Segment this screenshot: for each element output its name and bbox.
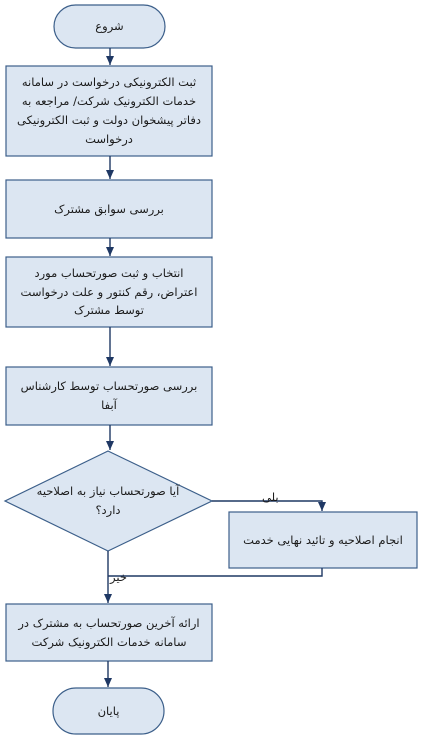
deliver-bill-box (5, 603, 213, 662)
correction-box (228, 511, 418, 569)
arrow-decision-yes-to-correction (212, 500, 326, 511)
decision-diamond (3, 450, 214, 552)
connector-correction-to-merge (108, 568, 323, 577)
review-history-box (5, 179, 213, 239)
start-terminal (53, 4, 166, 49)
select-bill-box (5, 256, 213, 328)
register-request-box (5, 65, 213, 157)
expert-review-box (5, 366, 213, 426)
end-terminal (52, 687, 165, 735)
